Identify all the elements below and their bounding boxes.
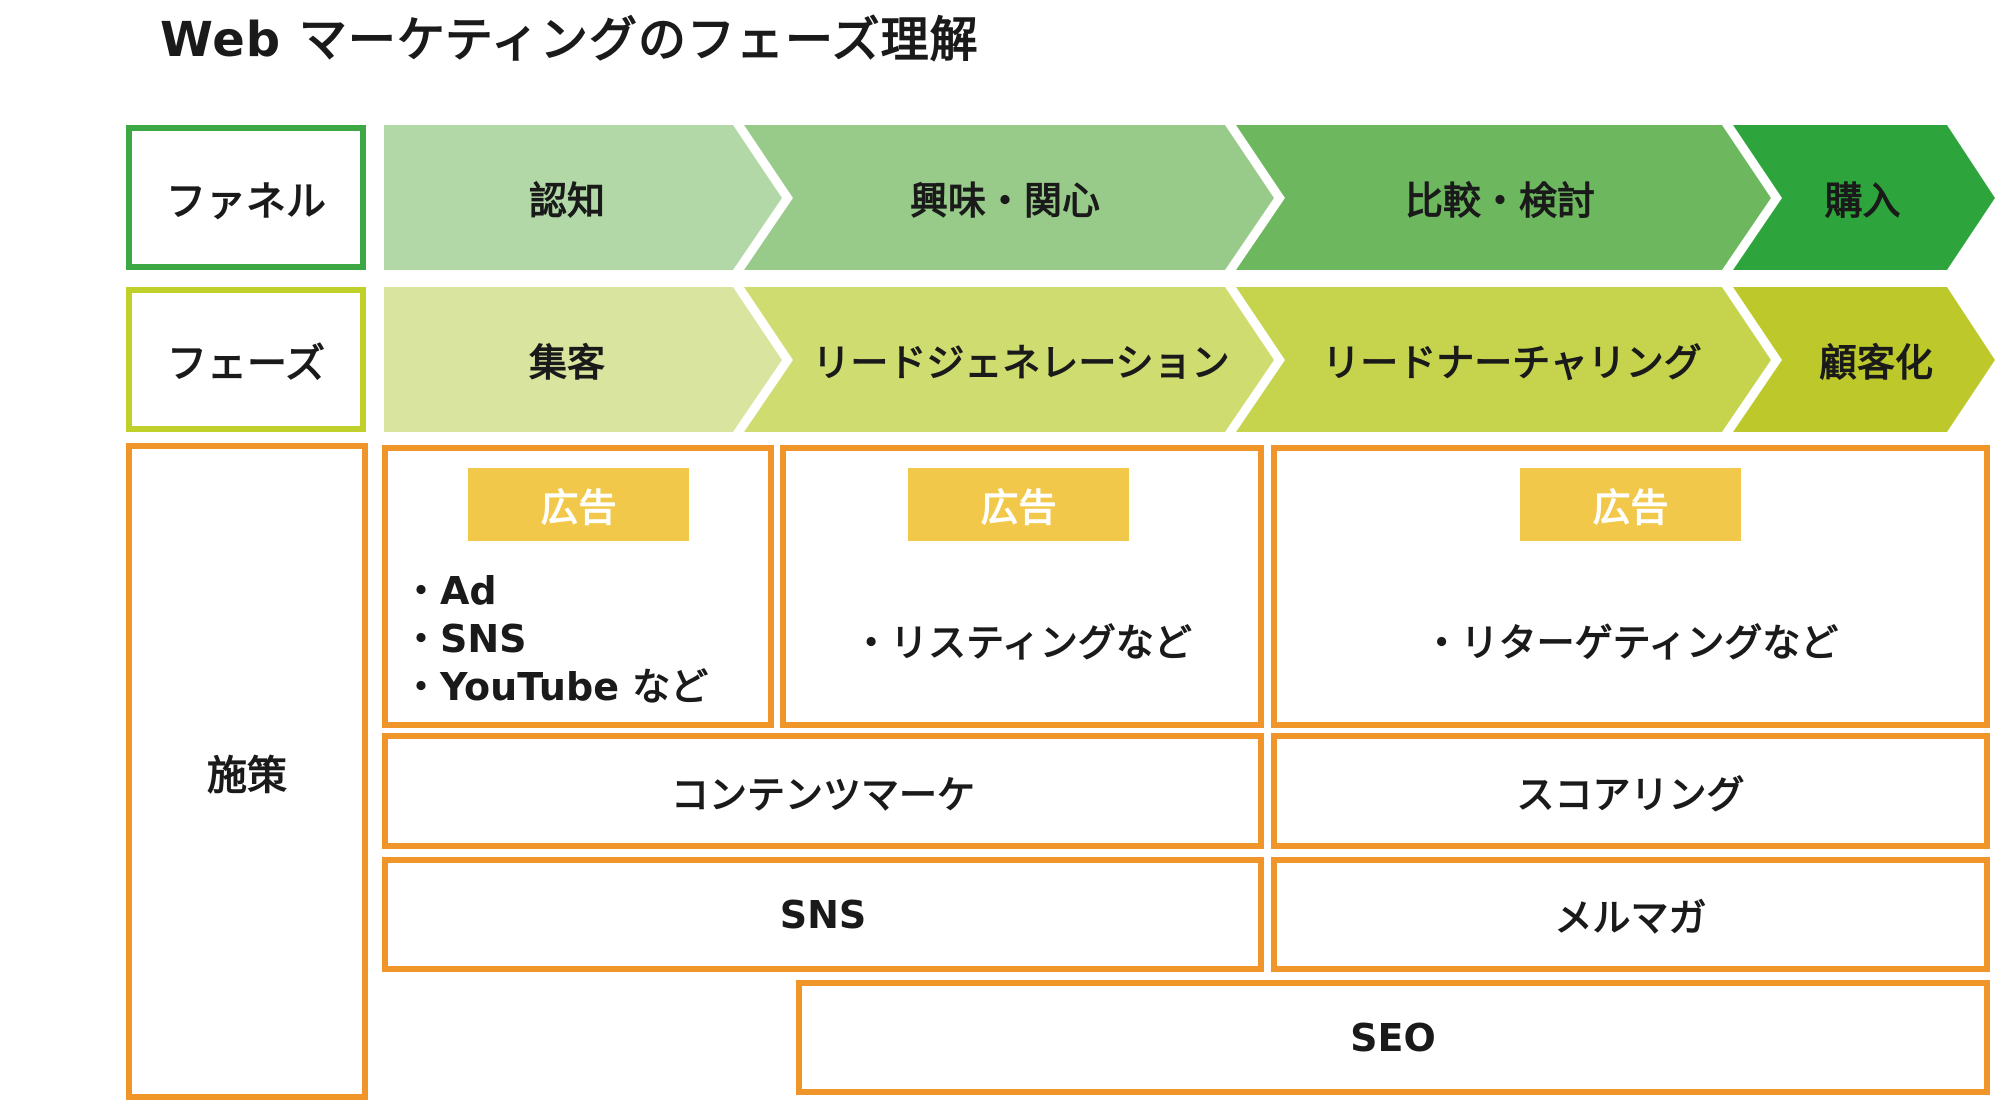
phase-step-acquisition: 集客	[528, 341, 605, 385]
seo-label: SEO	[1350, 1015, 1436, 1060]
list-item: ・SNS	[402, 617, 527, 661]
measure-box-seo: SEO	[796, 980, 1990, 1095]
ad-tag-3: 広告	[1520, 468, 1741, 541]
funnel-step-awareness: 認知	[528, 179, 605, 223]
funnel-step-purchase: 購入	[1824, 179, 1901, 223]
phase-step-lead-nurturing: リードナーチャリング	[1322, 341, 1702, 385]
measure-box-scoring: スコアリング	[1271, 733, 1990, 849]
retargeting-ads-item: ・リターゲティングなど	[1422, 621, 1839, 665]
mail-magazine-label: メルマガ	[1554, 896, 1707, 940]
row-label-measures-text: 施策	[207, 752, 287, 799]
funnel-step-interest: 興味・関心	[909, 179, 1100, 223]
ad-tag-1: 広告	[468, 468, 689, 541]
measure-box-sns: SNS	[382, 857, 1264, 972]
ad-tag-2: 広告	[908, 468, 1129, 541]
row-label-phase-text: フェーズ	[167, 340, 325, 387]
row-label-phase: フェーズ	[126, 287, 366, 432]
sns-label: SNS	[779, 892, 867, 937]
list-item: ・YouTube など	[402, 665, 709, 709]
phase-step-lead-generation: リードジェネレーション	[812, 341, 1230, 385]
page-title: Web マーケティングのフェーズ理解	[160, 12, 979, 68]
scoring-label: スコアリング	[1516, 772, 1745, 817]
measure-box-content-marketing: コンテンツマーケ	[382, 733, 1264, 849]
content-marketing-label: コンテンツマーケ	[670, 772, 975, 817]
funnel-step-consideration: 比較・検討	[1404, 179, 1595, 223]
phase-step-customer-conversion: 顧客化	[1818, 341, 1933, 385]
row-label-funnel: ファネル	[126, 125, 366, 270]
list-item: ・Ad	[402, 569, 497, 613]
row-label-measures: 施策	[126, 443, 368, 1100]
row-label-funnel-text: ファネル	[166, 178, 326, 225]
listing-ads-item: ・リスティングなど	[852, 621, 1192, 665]
measure-box-mail-magazine: メルマガ	[1271, 857, 1990, 972]
ad-channel-list: ・Ad ・SNS ・YouTube など	[402, 567, 708, 711]
